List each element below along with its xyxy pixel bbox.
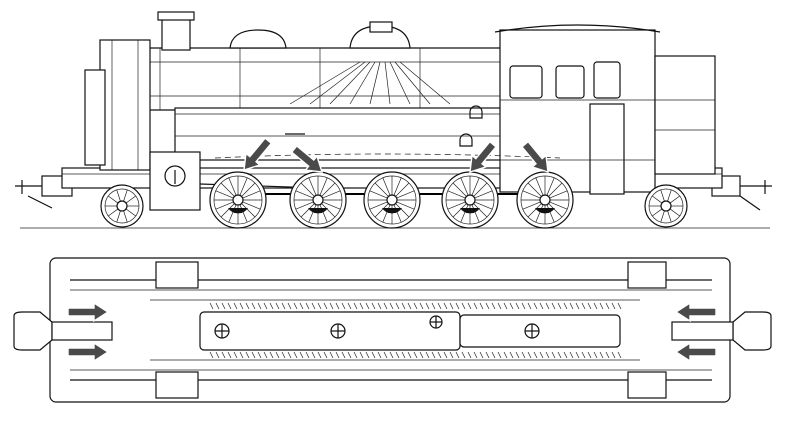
arrow-group [243,137,549,173]
pointer-arrow [243,137,273,171]
driving-wheel [441,171,499,229]
pointer-arrow [469,140,498,173]
smokebox [99,39,151,171]
driving-wheel [363,171,421,229]
carrying-wheel [644,184,688,228]
carrying-wheel [100,184,144,228]
steam-dome [229,29,287,49]
chimney [161,15,191,51]
driving-wheel [516,171,574,229]
cab-door [589,103,625,195]
cab-window [555,65,585,99]
coal-bunker [654,55,716,175]
pointer-arrow [520,140,549,173]
boiler [109,47,511,111]
side-tank [174,107,521,161]
driving-wheel [289,171,347,229]
wheel-group [100,171,688,229]
pointer-arrow [290,144,323,173]
driving-wheel [209,171,267,229]
cab-window [593,61,621,99]
cab-window [509,65,543,99]
cab [494,24,661,195]
locomotive-side [15,11,772,229]
